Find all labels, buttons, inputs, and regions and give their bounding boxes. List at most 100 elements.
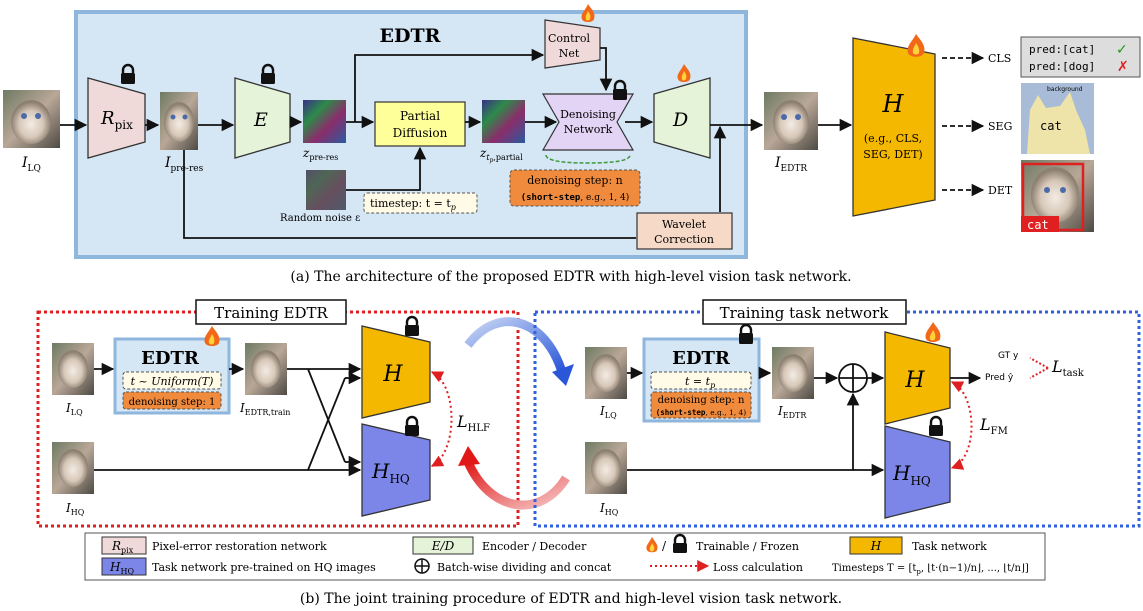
concat-icon[interactable] (838, 363, 868, 393)
left-connectors (94, 362, 362, 477)
controlnet-line2: Net (559, 47, 580, 60)
right-t-box (650, 371, 752, 390)
lock-icon (405, 415, 419, 436)
flame-icon (907, 34, 925, 57)
right-dstep-line1: denoising step: n (658, 395, 745, 406)
left-itrain-image (245, 343, 287, 395)
pred-cat: pred:[cat] (1029, 43, 1095, 56)
seg-image (1021, 83, 1094, 154)
ilq-label: ILQ (21, 155, 41, 174)
rpix-label: Rpix (100, 108, 133, 132)
legend-hhq-swatch (101, 557, 147, 576)
lock-icon (261, 63, 275, 84)
dstep-box (509, 169, 641, 207)
cross-icon: ✗ (1117, 59, 1129, 75)
right-h-block (884, 331, 951, 425)
legend-h-swatch (849, 536, 903, 555)
top-connectors (60, 47, 853, 239)
right-edtr-title: EDTR (672, 348, 731, 369)
training-edtr-title: Training EDTR (214, 304, 328, 322)
left-dstep-text: denoising step: 1 (129, 397, 216, 408)
legend-train-desc: Trainable / Frozen (696, 540, 799, 553)
right-ilq-label: ILQ (599, 404, 617, 420)
legend-ed-swatch (412, 536, 474, 555)
legend-hhq-sym: HHQ (109, 560, 134, 576)
wavelet-line1: Wavelet (662, 218, 707, 231)
right-iedtr-image (772, 347, 814, 399)
denoising-line2: Network (564, 123, 613, 136)
legend-h-sym: H (870, 539, 882, 553)
right-ihq-image (585, 442, 627, 494)
zt-label: ztp,partial (479, 146, 523, 164)
legend-loss-desc: Loss calculation (713, 561, 803, 574)
task-network-line1: (e.g., CLS, (864, 132, 922, 145)
iedtr-label: IEDTR (774, 155, 807, 174)
lock-icon (613, 79, 627, 100)
timestep-text: timestep: t = tp (370, 197, 456, 212)
flame-icon (925, 322, 941, 342)
right-connectors (627, 366, 982, 477)
right-iedtr-label: IEDTR (777, 404, 807, 420)
to-task-arc (464, 317, 567, 374)
decoder-label: D (672, 109, 688, 131)
flame-icon (677, 64, 691, 82)
dstep-line1: denoising step: n (527, 174, 622, 187)
flame-icon (581, 4, 595, 22)
legend-timesteps: Timesteps T = [tp, ⌊t·(n−1)/n⌋, ..., ⌊t/… (832, 563, 1029, 576)
to-task-arrowhead (552, 364, 574, 386)
dstep-line2: (short-step, e.g., 1, 4) (521, 192, 630, 203)
out-seg: SEG (988, 120, 1012, 133)
zpre-image (303, 100, 346, 143)
wavelet-line2: Correction (654, 233, 714, 246)
lock-icon (405, 315, 419, 336)
edtr-title: EDTR (380, 25, 441, 47)
wavelet-block (636, 212, 733, 250)
denoising-block (541, 93, 635, 151)
check-icon: ✓ (1116, 42, 1128, 58)
left-ihq-label: IHQ (65, 501, 85, 517)
task-loss-label: Ltask (1051, 357, 1085, 379)
to-edtr-arrowhead (458, 446, 480, 466)
iedtr-image (764, 92, 818, 150)
flame-icon (204, 326, 220, 346)
controlnet-line1: Control (548, 32, 590, 45)
out-det: DET (988, 184, 1013, 197)
partial-diffusion-block (374, 101, 466, 147)
partial-diffusion-line1: Partial (400, 109, 440, 123)
left-itrain-label: IEDTR,train (239, 401, 290, 417)
legend-slash: / (662, 539, 667, 553)
denoising-brace (545, 154, 631, 164)
zpre-label: zpre-res (302, 146, 338, 162)
out-cls: CLS (988, 52, 1011, 65)
legend-concat-desc: Batch-wise dividing and concat (437, 561, 612, 574)
timestep-box (363, 192, 478, 214)
denoising-line1: Denoising (560, 108, 616, 121)
lock-icon (929, 415, 943, 436)
right-hhq-label: HHQ (892, 461, 931, 488)
seg-background: background (1047, 86, 1083, 93)
det-cat: cat (1027, 218, 1049, 232)
uniform-text: t ~ Uniform(T) (131, 375, 214, 388)
training-task-title-box (702, 299, 907, 325)
left-h-block (361, 325, 431, 419)
task-network-label: H (882, 90, 905, 118)
caption-a: (a) The architecture of the proposed EDT… (290, 269, 851, 285)
partial-diffusion-line2: Diffusion (393, 126, 448, 140)
rpix-block (87, 77, 146, 159)
right-ihq-label: IHQ (599, 501, 619, 517)
left-ilq-label: ILQ (65, 401, 83, 417)
task-loss-arrows (1029, 357, 1049, 379)
gt-text: GT y (998, 351, 1019, 361)
left-ihq-image (52, 442, 94, 494)
hlf-loss-label: LHLF (456, 412, 490, 434)
fm-loss-label: LFM (979, 415, 1008, 437)
legend-rpix-desc: Pixel-error restoration network (152, 540, 327, 553)
right-h-label: H (904, 368, 925, 393)
right-dstep-box (650, 391, 752, 419)
lock-icon (673, 533, 687, 553)
left-edtr-title: EDTR (141, 348, 200, 369)
seg-cat: cat (1040, 119, 1062, 133)
legend-hhq-desc: Task network pre-trained on HQ images (152, 561, 376, 574)
flame-icon (646, 537, 658, 553)
